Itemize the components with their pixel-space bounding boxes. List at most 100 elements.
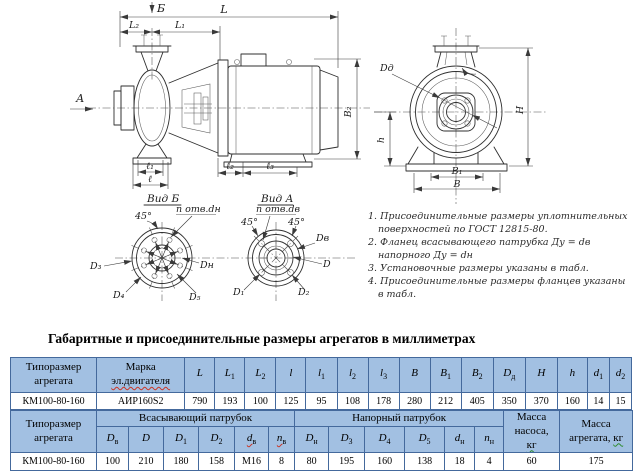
note-line: напорного Ду = dн — [378, 250, 473, 261]
dim-label-D2: D₂ — [297, 287, 310, 298]
view-a-holes-note: n отв.dв — [256, 204, 300, 215]
dim-header-cell: l1 — [305, 357, 338, 393]
value-cell: 160 — [556, 392, 588, 410]
dim-label-L1: L₁ — [174, 20, 185, 31]
note-line: в табл. — [378, 289, 416, 300]
view-arrow-label-a: А — [75, 92, 84, 105]
dim-header-cell: h — [556, 357, 588, 393]
view-a-title: Вид А — [260, 193, 293, 205]
dimension-tables: Типоразмер агрегата Марка эл.двигателя L… — [9, 357, 634, 472]
value-cell: 212 — [429, 392, 462, 410]
mass-pump-header: Масса насоса, кг — [503, 409, 561, 454]
dim-label-B2: B₂ — [343, 106, 354, 118]
value-cell: 18 — [444, 452, 476, 472]
dim-label-H: H — [515, 105, 526, 115]
dim-header-cell: D1 — [163, 426, 199, 454]
dim-header-cell: L — [184, 357, 216, 393]
dim-header-cell: D3 — [328, 426, 366, 454]
dim-label-h: h — [376, 137, 387, 143]
dim-label-l3: ℓ₃ — [266, 161, 274, 172]
view-a-angle-left: 45° — [240, 217, 258, 228]
note-line: поверхностей по ГОСТ 12815-80. — [378, 224, 548, 235]
table-caption: Габаритные и присоединительные размеры а… — [48, 331, 476, 346]
mass-pump-cell: 60 — [503, 452, 561, 472]
view-b-title: Вид Б — [146, 193, 179, 205]
dim-header-cell: B1 — [429, 357, 462, 393]
dim-label-D3: D₃ — [89, 261, 102, 272]
value-cell: 160 — [364, 452, 406, 472]
header-type-line2: агрегата — [34, 375, 73, 387]
dim-header-cell: dн — [444, 426, 476, 454]
view-a-detail: Вид А n отв.dв 45° 45° D₁ D₂ Dв D — [232, 193, 331, 301]
dim-header-cell: B — [398, 357, 431, 393]
dim-header-cell: L2 — [244, 357, 277, 393]
value-cell: 14 — [586, 392, 610, 410]
pressure-group-header: Напорный патрубок — [294, 409, 505, 428]
value-cell: 100 — [96, 452, 129, 472]
value-cell: 100 — [244, 392, 277, 410]
dim-header-cell: l2 — [336, 357, 369, 393]
dim-header-cell: D4 — [364, 426, 406, 454]
dim-header-cell: Dд — [492, 357, 526, 393]
note-line: 2. Фланец всасывающего патрубка Ду = dв — [367, 237, 591, 248]
value-cell: 370 — [524, 392, 558, 410]
note-line: 3. Установочные размеры указаны в табл. — [368, 263, 589, 274]
value-cell: 158 — [198, 452, 235, 472]
dim-header-cell: D — [128, 426, 164, 454]
value-cell: М16 — [234, 452, 269, 472]
dim-label-Dn: Dн — [199, 260, 214, 271]
front-view: Dд H h B₁ B — [374, 28, 548, 204]
value-cell: 180 — [163, 452, 199, 472]
value-cell: 138 — [404, 452, 446, 472]
dim-label-l1: ℓ₁ — [146, 161, 154, 172]
value-cell: 405 — [460, 392, 494, 410]
dim-label-B1: B₁ — [451, 166, 463, 177]
header-type-line2: агрегата — [34, 431, 73, 444]
header-motor: Марка эл.двигателя — [96, 357, 186, 393]
connection-dimensions-table: Типоразмер агрегата Всасывающий патрубок… — [10, 409, 634, 472]
value-cell: 195 — [328, 452, 366, 472]
view-b-angle: 45° — [134, 211, 152, 222]
note-line: 1. Присоединительные размеры уплотнитель… — [368, 211, 628, 222]
dim-header-cell: nв — [267, 426, 296, 454]
table-data-row: КМ100-80-160 100 210 180 158 М16 8 80 19… — [10, 452, 634, 472]
table-data-row: КМ100-80-160 АИР160S2 790 193 100 125 95… — [9, 392, 633, 410]
value-cell: 4 — [474, 452, 505, 472]
mass-unit-line1: Масса — [581, 417, 611, 430]
pump-type-cell: КМ100-80-160 — [9, 392, 98, 410]
view-b-detail: Вид Б n отв.dн 45° D₃ D₄ D₅ Dн — [89, 193, 356, 303]
value-cell: 108 — [336, 392, 369, 410]
dim-label-B: B — [453, 179, 461, 190]
dim-header-cell: l — [275, 357, 307, 393]
table-subheader-row: Dв D D1 D2 dв nв Dн D3 D4 D5 dн nн — [11, 426, 633, 454]
side-view: L Б L₂ L₁ А B₂ ℓ₁ ℓ ℓ₂ ℓ₃ — [70, 2, 370, 189]
mass-unit-header: Масса агрегата, кг — [559, 409, 634, 454]
dim-header-cell: d2 — [608, 357, 633, 393]
dim-header-cell: D2 — [198, 426, 235, 454]
dim-header-cell: nн — [474, 426, 505, 454]
view-arrow-label-b: Б — [156, 2, 165, 15]
value-cell: 210 — [128, 452, 164, 472]
value-cell: 80 — [294, 452, 330, 472]
header-motor-line2: эл.двигателя — [111, 375, 171, 387]
dim-label-Dd: Dд — [379, 63, 394, 74]
dim-header-cell: B2 — [460, 357, 494, 393]
value-cell: 193 — [214, 392, 246, 410]
dim-header-cell: dв — [234, 426, 269, 454]
dim-label-Dv: Dв — [315, 233, 330, 244]
value-cell: 15 — [608, 392, 633, 410]
dim-header-cell: l3 — [367, 357, 400, 393]
pump-type-cell: КМ100-80-160 — [10, 452, 97, 472]
header-type: Типоразмер агрегата — [10, 409, 97, 454]
motor-model-cell: АИР160S2 — [96, 392, 186, 410]
value-cell: 95 — [305, 392, 338, 410]
value-cell: 790 — [184, 392, 216, 410]
dim-label-D4: D₄ — [112, 290, 125, 301]
mass-pump-line2: насоса, — [514, 424, 549, 437]
mass-pump-line3: кг — [526, 438, 537, 451]
dim-label-L: L — [219, 3, 227, 16]
dim-header-cell: Dн — [294, 426, 330, 454]
dim-header-cell: Dв — [96, 426, 129, 454]
drawing-notes: 1. Присоединительные размеры уплотнитель… — [367, 211, 628, 300]
table-group-header-row: Типоразмер агрегата Всасывающий патрубок… — [10, 409, 634, 454]
